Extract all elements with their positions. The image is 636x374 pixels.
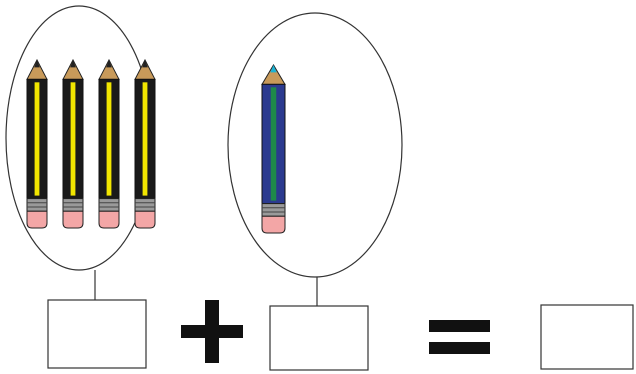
group-2-pencils bbox=[262, 65, 285, 233]
equals-sign bbox=[429, 320, 490, 354]
answer-box-2[interactable] bbox=[270, 306, 368, 370]
pencil-icon bbox=[135, 60, 155, 228]
answer-box-1[interactable] bbox=[48, 300, 146, 368]
group-1-pencils bbox=[27, 60, 155, 228]
answer-box-3[interactable] bbox=[541, 305, 633, 369]
group-2-ellipse bbox=[228, 13, 402, 277]
pencil-icon bbox=[63, 60, 83, 228]
plus-sign bbox=[181, 300, 243, 363]
pencil-icon bbox=[99, 60, 119, 228]
pencil-icon bbox=[27, 60, 47, 228]
pencil-icon bbox=[262, 65, 285, 233]
